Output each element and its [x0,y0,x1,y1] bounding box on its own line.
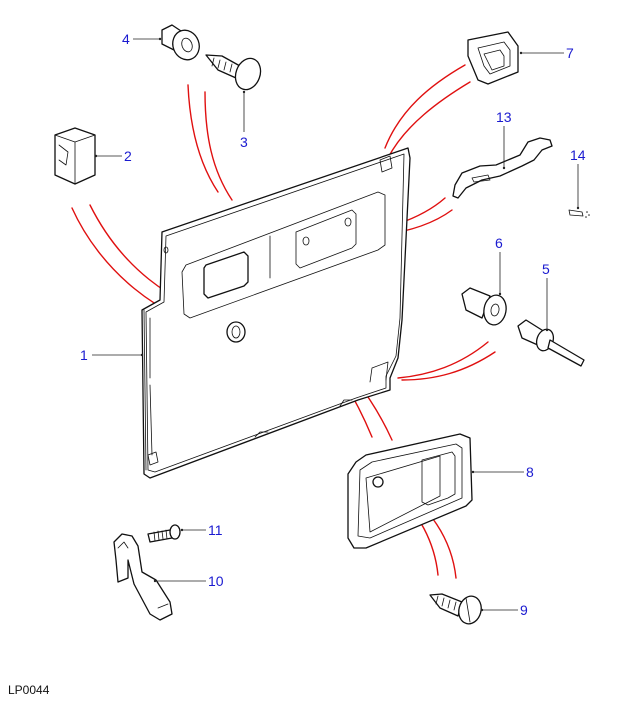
callout-number: 13 [496,109,512,125]
callout-number: 2 [124,148,132,164]
callout-4: 4 [122,31,162,47]
flanged-bush-top[interactable] [161,24,203,64]
callout-7: 7 [519,45,574,61]
callout-2: 2 [94,148,132,164]
pop-rivet[interactable] [517,319,585,367]
escutcheon-bezel[interactable] [467,31,519,85]
callout-number: 1 [80,347,88,363]
callout-number: 9 [520,602,528,618]
door-trim-panel[interactable] [141,147,411,479]
callout-6: 6 [495,235,503,296]
callout-number: 10 [208,573,224,589]
connector-line [384,64,466,149]
connector-lines [71,64,496,579]
callout-3: 3 [240,90,248,150]
bolt[interactable] [147,524,181,543]
callout-10: 10 [153,573,224,589]
callout-number: 3 [240,134,248,150]
door-handle-bezel[interactable] [347,433,473,549]
callout-1: 1 [80,347,144,363]
connector-line [187,84,219,193]
callout-9: 9 [480,602,528,618]
flanged-bush-right[interactable] [461,287,508,327]
callout-number: 6 [495,235,503,251]
callout-number: 7 [566,45,574,61]
callout-number: 5 [542,261,550,277]
callout-number: 11 [208,522,223,538]
callout-5: 5 [542,261,550,332]
small-screw[interactable] [568,209,590,218]
connector-line [397,341,489,379]
callout-number: 8 [526,464,534,480]
callout-11: 11 [180,522,223,538]
callout-number: 4 [122,31,130,47]
square-clip-block[interactable] [54,127,96,185]
callout-14: 14 [570,147,586,210]
callout-13: 13 [496,109,512,170]
pull-handle[interactable] [452,137,553,199]
hook-bracket[interactable] [113,533,173,621]
connector-line [401,351,496,381]
trim-fastener-screw[interactable] [205,54,265,93]
callout-8: 8 [471,464,534,480]
diagram-reference-code: LP0044 [8,683,50,697]
connector-line [387,81,471,159]
callout-number: 14 [570,147,586,163]
slotted-screw[interactable] [429,593,484,627]
connector-line [204,91,233,201]
